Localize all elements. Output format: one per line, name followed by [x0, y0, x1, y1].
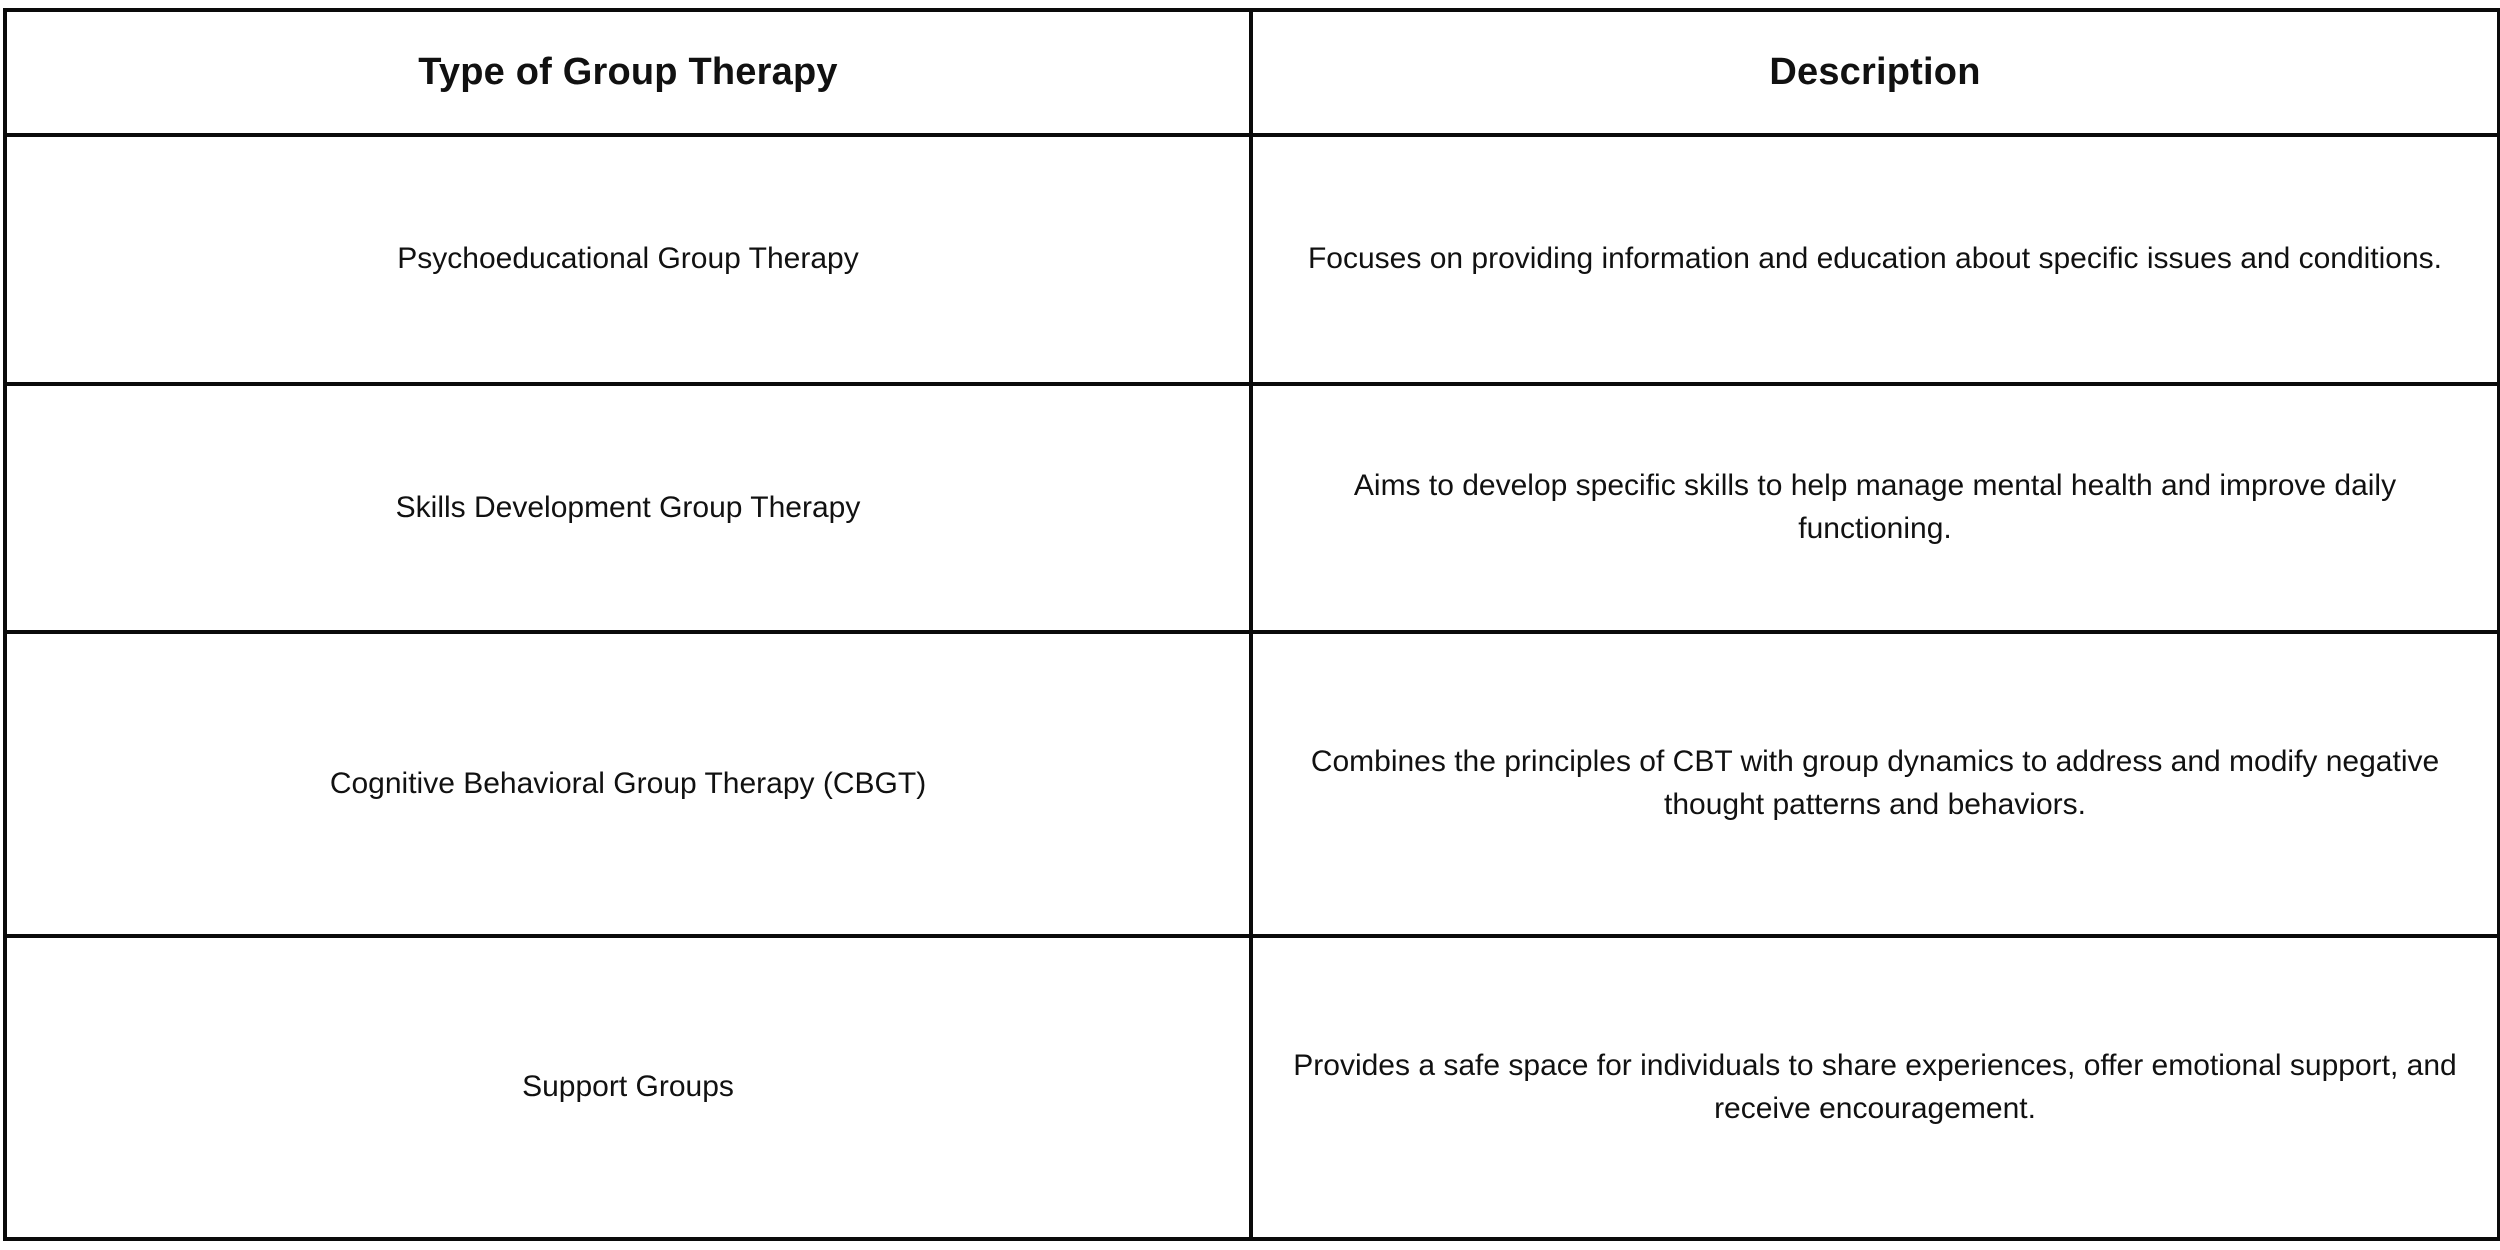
header-row: Type of Group Therapy Description	[3, 8, 2500, 137]
table-container: Type of Group Therapy Description Psycho…	[3, 8, 2500, 1241]
table-header: Type of Group Therapy Description	[3, 8, 2500, 137]
cell-therapy-description: Focuses on providing information and edu…	[1249, 133, 2500, 386]
cell-therapy-type: Skills Development Group Therapy	[3, 382, 1253, 634]
column-header-description: Description	[1249, 8, 2500, 137]
cell-therapy-description: Provides a safe space for individuals to…	[1249, 934, 2500, 1241]
cell-therapy-type: Support Groups	[3, 934, 1253, 1241]
table-row: Cognitive Behavioral Group Therapy (CBGT…	[3, 630, 2500, 938]
cell-therapy-description: Combines the principles of CBT with grou…	[1249, 630, 2500, 938]
table-row: Psychoeducational Group Therapy Focuses …	[3, 133, 2500, 386]
column-header-type: Type of Group Therapy	[3, 8, 1253, 137]
table-row: Support Groups Provides a safe space for…	[3, 934, 2500, 1241]
cell-therapy-type: Psychoeducational Group Therapy	[3, 133, 1253, 386]
table-body: Psychoeducational Group Therapy Focuses …	[3, 133, 2500, 1241]
cell-therapy-type: Cognitive Behavioral Group Therapy (CBGT…	[3, 630, 1253, 938]
cell-therapy-description: Aims to develop specific skills to help …	[1249, 382, 2500, 634]
group-therapy-table: Type of Group Therapy Description Psycho…	[3, 8, 2500, 1241]
table-row: Skills Development Group Therapy Aims to…	[3, 382, 2500, 634]
